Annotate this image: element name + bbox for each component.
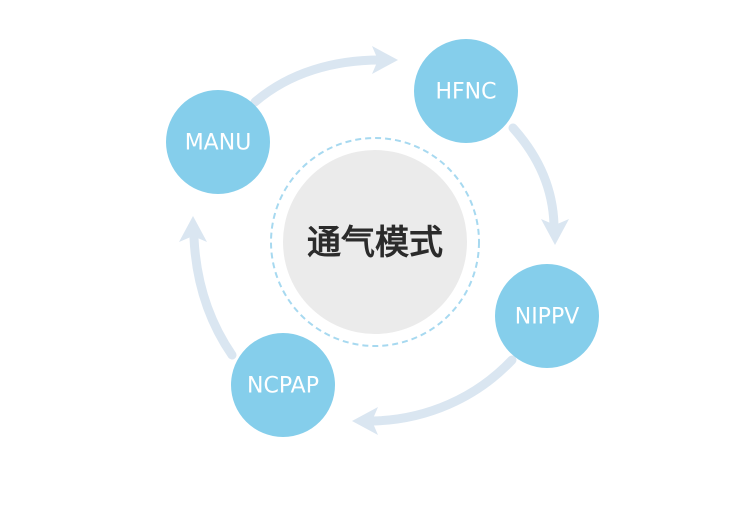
mode-node-manu: MANU — [166, 90, 270, 194]
arrow-head-nippv-to-ncpap — [352, 407, 378, 435]
arrow-nippv-to-ncpap — [367, 355, 517, 426]
arrow-ncpap-to-manu — [189, 233, 237, 360]
cycle-arrows — [179, 46, 569, 435]
arrow-head-ncpap-to-manu — [179, 216, 207, 242]
arrow-head-manu-to-hfnc — [372, 46, 398, 74]
arrow-manu-to-hfnc — [250, 55, 385, 107]
mode-label-ncpap: NCPAP — [247, 374, 319, 399]
center-hub: 通气模式 — [270, 137, 480, 347]
center-dashed-ring — [270, 137, 480, 347]
mode-node-ncpap: NCPAP — [231, 333, 335, 437]
arrow-hfnc-to-nippv — [508, 123, 559, 230]
mode-label-manu: MANU — [185, 131, 252, 156]
mode-label-hfnc: HFNC — [435, 80, 496, 105]
mode-node-hfnc: HFNC — [414, 39, 518, 143]
mode-node-nippv: NIPPV — [495, 264, 599, 368]
mode-label-nippv: NIPPV — [515, 305, 580, 330]
center-circle — [283, 150, 467, 334]
center-title: 通气模式 — [307, 223, 443, 263]
arrow-head-hfnc-to-nippv — [541, 219, 569, 245]
